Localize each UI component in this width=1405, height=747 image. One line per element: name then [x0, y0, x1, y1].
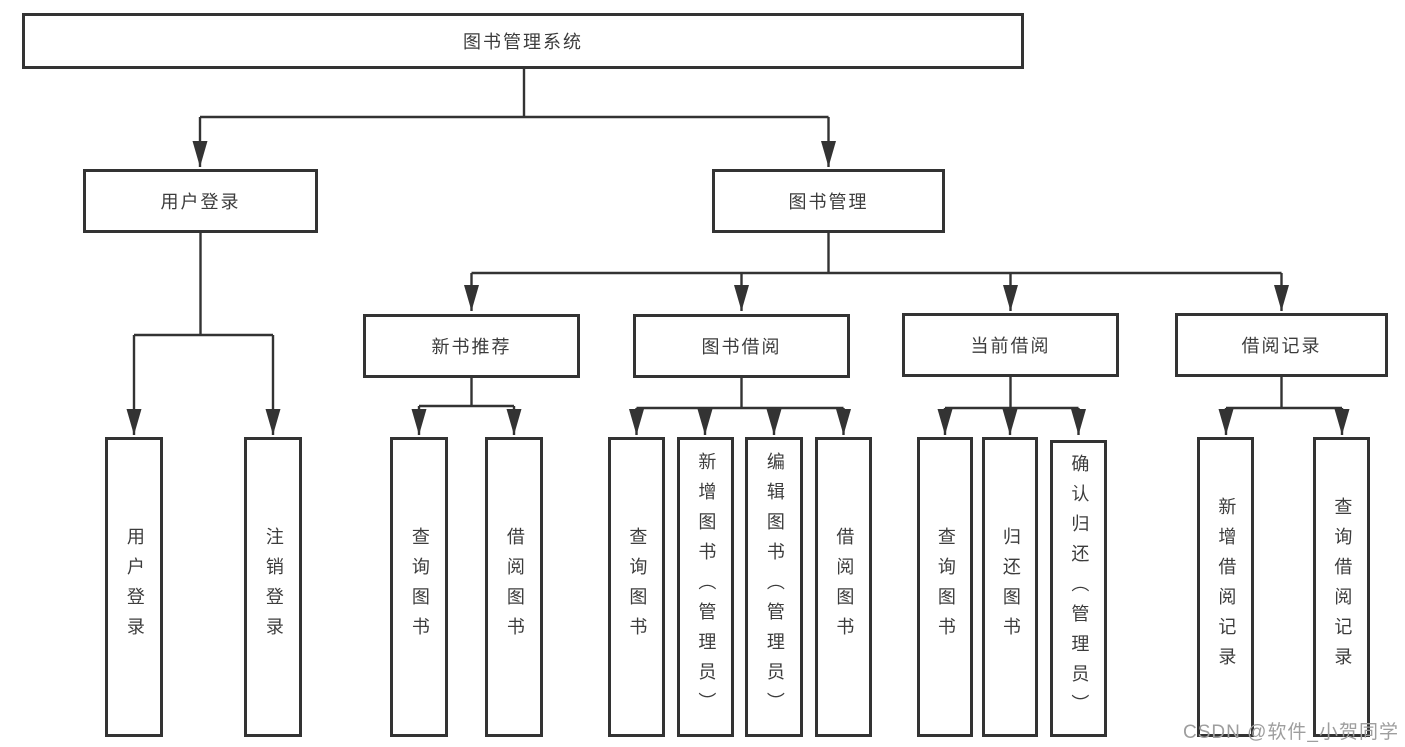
leaf-label: 查询图书	[935, 527, 956, 647]
leaf-label: 归还图书	[1000, 527, 1021, 647]
leaf-label: 查询图书	[409, 527, 430, 647]
leaf-label: 查询图书	[627, 527, 648, 647]
node-library-system: 图书管理系统	[22, 13, 1024, 69]
node-new-book-recommend: 新书推荐	[363, 314, 580, 378]
leaf-user-login: 用户登录	[105, 437, 163, 737]
node-user-login: 用户登录	[83, 169, 318, 233]
leaf-borrow-books-borrowing: 借阅图书	[815, 437, 872, 737]
connectors-book-borrowing	[629, 378, 851, 435]
leaf-confirm-return-admin: 确认归还（管理员）	[1050, 440, 1107, 737]
leaf-borrow-books-recommend: 借阅图书	[485, 437, 543, 737]
connectors-book-management	[464, 233, 1289, 311]
leaf-return-books: 归还图书	[982, 437, 1038, 737]
connectors-new-book-recommend	[411, 378, 522, 435]
leaf-label: 新增借阅记录	[1216, 497, 1237, 677]
node-current-borrowing: 当前借阅	[902, 313, 1119, 377]
connectors-root	[192, 69, 836, 167]
leaf-label: 借阅图书	[834, 527, 855, 647]
leaf-label: 新增图书（管理员）	[696, 452, 717, 722]
leaf-query-borrow-record: 查询借阅记录	[1313, 437, 1370, 737]
leaf-label: 用户登录	[124, 527, 145, 647]
leaf-add-books-admin: 新增图书（管理员）	[677, 437, 734, 737]
leaf-query-books-borrowing: 查询图书	[608, 437, 665, 737]
node-borrowing-records: 借阅记录	[1175, 313, 1388, 377]
leaf-label: 注销登录	[263, 527, 284, 647]
leaf-query-books-recommend: 查询图书	[390, 437, 448, 737]
leaf-logout: 注销登录	[244, 437, 302, 737]
leaf-add-borrow-record: 新增借阅记录	[1197, 437, 1254, 737]
leaf-label: 借阅图书	[504, 527, 525, 647]
node-book-management: 图书管理	[712, 169, 945, 233]
node-book-borrowing: 图书借阅	[633, 314, 850, 378]
leaf-edit-books-admin: 编辑图书（管理员）	[745, 437, 803, 737]
leaf-query-books-current: 查询图书	[917, 437, 973, 737]
connectors-current-borrowing	[937, 377, 1086, 435]
connectors-borrowing-records	[1218, 377, 1350, 435]
connectors-user-login	[126, 233, 281, 435]
leaf-label: 编辑图书（管理员）	[764, 452, 785, 722]
csdn-watermark: CSDN @软件_小贺同学	[1183, 722, 1399, 743]
leaf-label: 查询借阅记录	[1332, 497, 1353, 677]
leaf-label: 确认归还（管理员）	[1069, 453, 1090, 724]
